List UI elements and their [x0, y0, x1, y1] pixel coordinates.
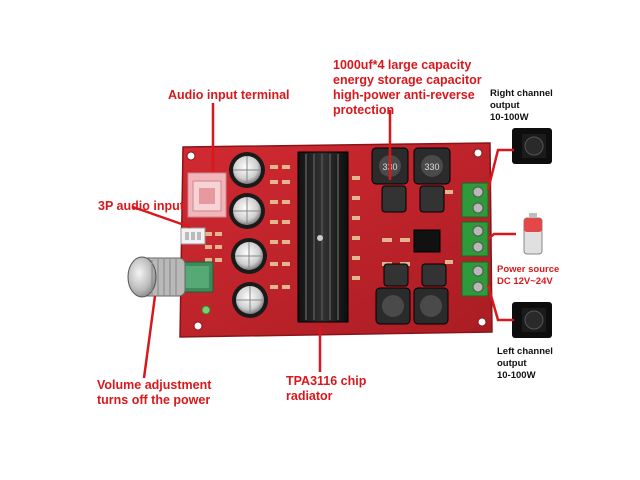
left-channel-label: Left channel output 10-100W [497, 346, 553, 381]
volume-knob [127, 256, 186, 298]
tpa-radiator-label: TPA3116 chip radiator [286, 374, 367, 403]
inductors: 330 330 [371, 147, 451, 325]
tpa3116-heatsink [297, 151, 349, 323]
three-pin-connector [180, 227, 206, 245]
three-p-audio-label: 3P audio input [98, 199, 184, 213]
right-channel-label: Right channel output 10-100W [490, 88, 553, 123]
capacitor-label: 1000uf*4 large capacity energy storage c… [333, 58, 482, 117]
battery-icon [523, 213, 543, 255]
audio-input-terminal [187, 172, 227, 218]
green-terminals [461, 182, 489, 297]
callout-lines [132, 103, 516, 379]
volume-label: Volume adjustment turns off the power [97, 378, 212, 407]
power-source-label: Power source DC 12V~24V [497, 264, 560, 287]
inductor-label-2: 330 [424, 162, 439, 172]
power-led [201, 305, 211, 315]
left-speaker-icon [512, 302, 552, 338]
audio-input-terminal-label: Audio input terminal [168, 88, 290, 102]
right-speaker-icon [512, 128, 552, 164]
capacitors [229, 152, 268, 318]
